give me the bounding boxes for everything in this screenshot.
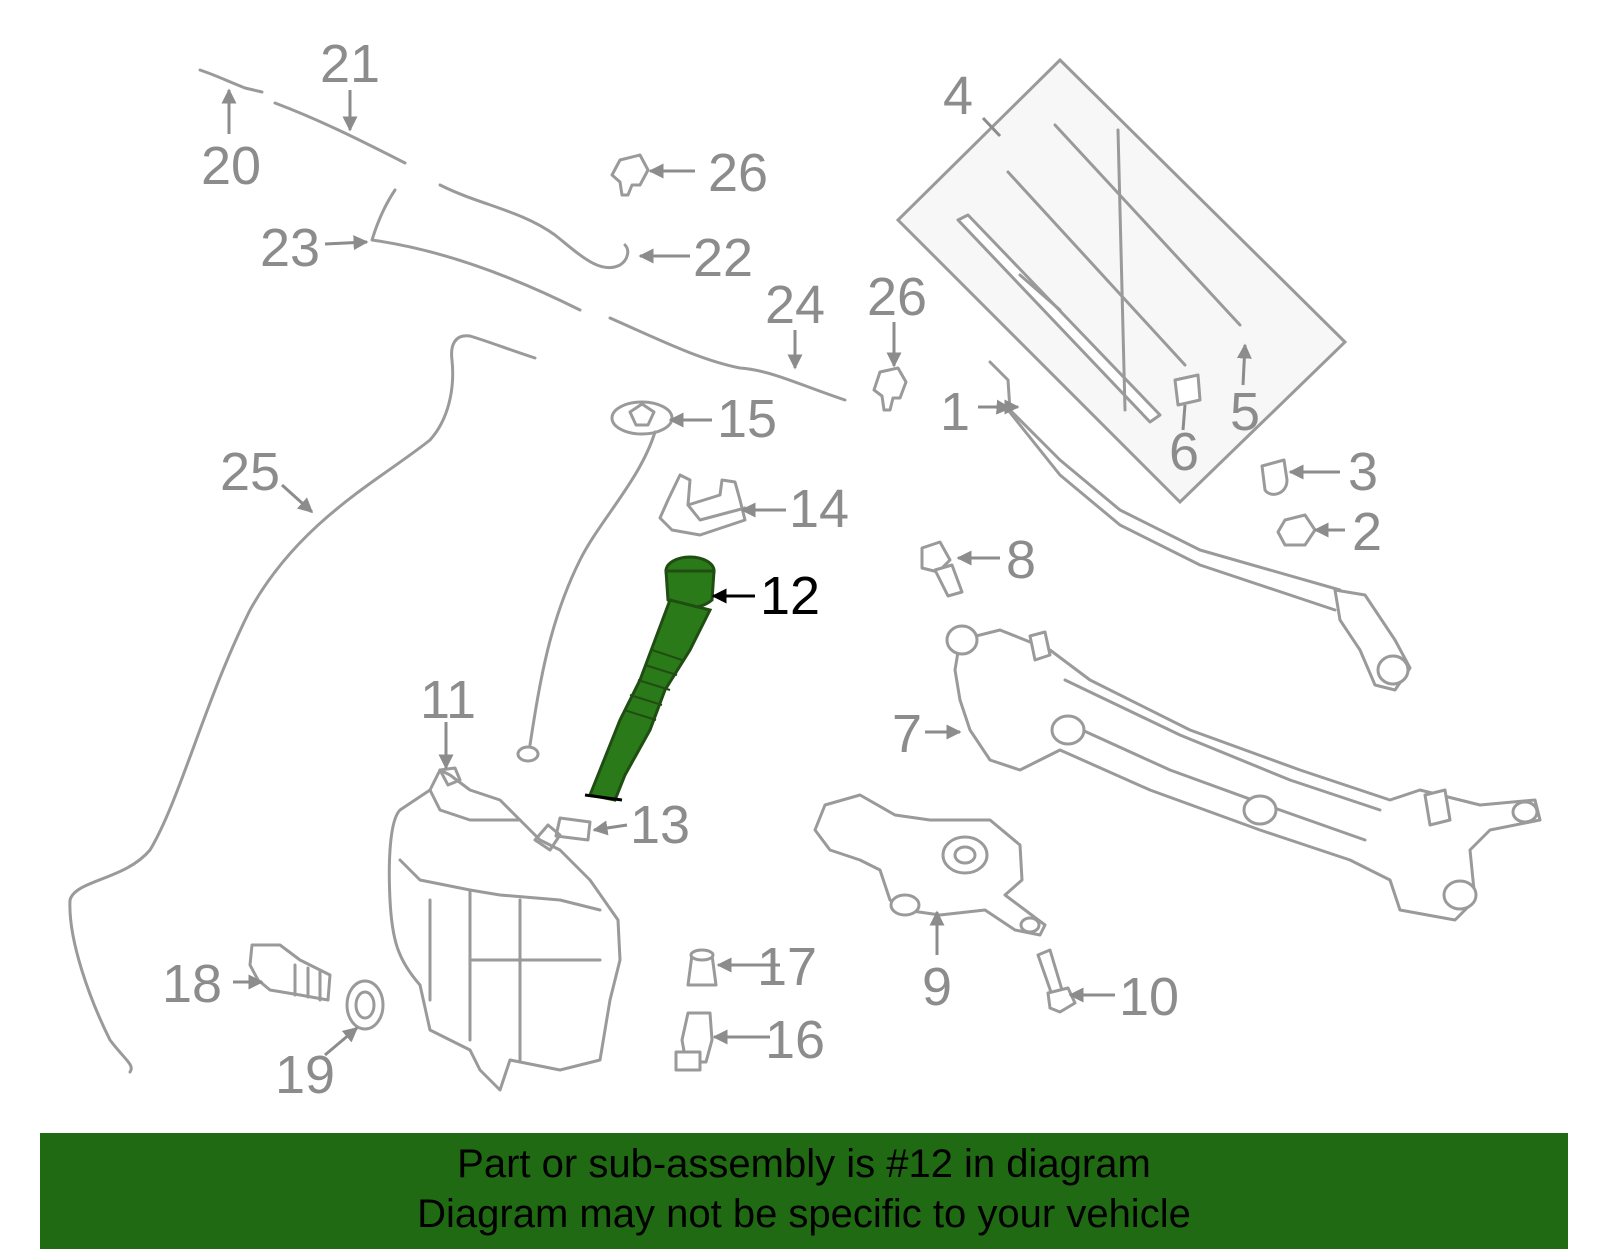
callout-7: 7: [892, 704, 922, 764]
banner-line-2: Diagram may not be specific to your vehi…: [417, 1192, 1191, 1236]
cap-15: [516, 400, 674, 763]
callout-12: 12: [760, 566, 820, 626]
callout-17: 17: [757, 937, 817, 997]
hose-24: [608, 316, 847, 402]
callout-5: 5: [1230, 382, 1260, 442]
reservoir-11: [387, 766, 622, 1092]
callout-8: 8: [1006, 530, 1036, 590]
callout-21: 21: [320, 34, 380, 94]
hose-21: [273, 101, 407, 165]
callout-26-upper: 26: [708, 143, 768, 203]
wiper-linkage-7: [945, 624, 1542, 922]
wiper-motor-9: [813, 793, 1047, 937]
banner-line-1: Part or sub-assembly is #12 in diagram: [457, 1142, 1151, 1186]
callout-23: 23: [260, 218, 320, 278]
callout-6: 6: [1169, 422, 1199, 482]
bolt-10: [1036, 948, 1077, 1014]
callout-16: 16: [765, 1010, 825, 1070]
hose-23: [370, 188, 582, 312]
callout-4: 4: [943, 66, 973, 126]
hose-22: [438, 183, 630, 270]
callout-10: 10: [1119, 967, 1179, 1027]
callout-labels: 21 20 26 23 22 24 26 4 5 6 1 3 2 25 15 1…: [162, 34, 1382, 1105]
bracket-14: [658, 473, 747, 537]
callout-20: 20: [201, 136, 261, 196]
callout-19: 19: [275, 1045, 335, 1105]
hose-25: [68, 334, 537, 1074]
seal-13: [554, 816, 592, 842]
wiper-arm-1: [988, 360, 1412, 692]
leader-lines: [221, 88, 1345, 1057]
nozzle-26-lower: [872, 366, 908, 412]
callout-3: 3: [1348, 442, 1378, 502]
sensor-16: [674, 1011, 714, 1072]
callout-26-lower: 26: [867, 267, 927, 327]
callout-11: 11: [420, 670, 476, 730]
callout-13: 13: [630, 795, 690, 855]
callout-18: 18: [162, 954, 222, 1014]
callout-24: 24: [765, 275, 825, 335]
callout-9: 9: [922, 957, 952, 1017]
callout-2: 2: [1352, 502, 1382, 562]
grommet-17: [686, 948, 718, 987]
filler-neck-12: [584, 555, 716, 802]
callout-25: 25: [220, 442, 280, 502]
callout-15: 15: [717, 389, 777, 449]
info-banner: Part or sub-assembly is #12 in diagram D…: [40, 1133, 1568, 1249]
cap-3: [1260, 458, 1289, 496]
pump-18: [248, 943, 332, 1002]
callout-14: 14: [789, 479, 849, 539]
grommet-19: [345, 979, 385, 1031]
bolt-8: [920, 540, 964, 598]
callout-1: 1: [940, 382, 970, 442]
hose-20: [198, 68, 264, 94]
wiper-blade-kit-4: [895, 57, 1348, 505]
callout-22: 22: [693, 228, 753, 288]
nut-2: [1276, 513, 1317, 547]
nozzle-26-upper: [610, 153, 650, 197]
